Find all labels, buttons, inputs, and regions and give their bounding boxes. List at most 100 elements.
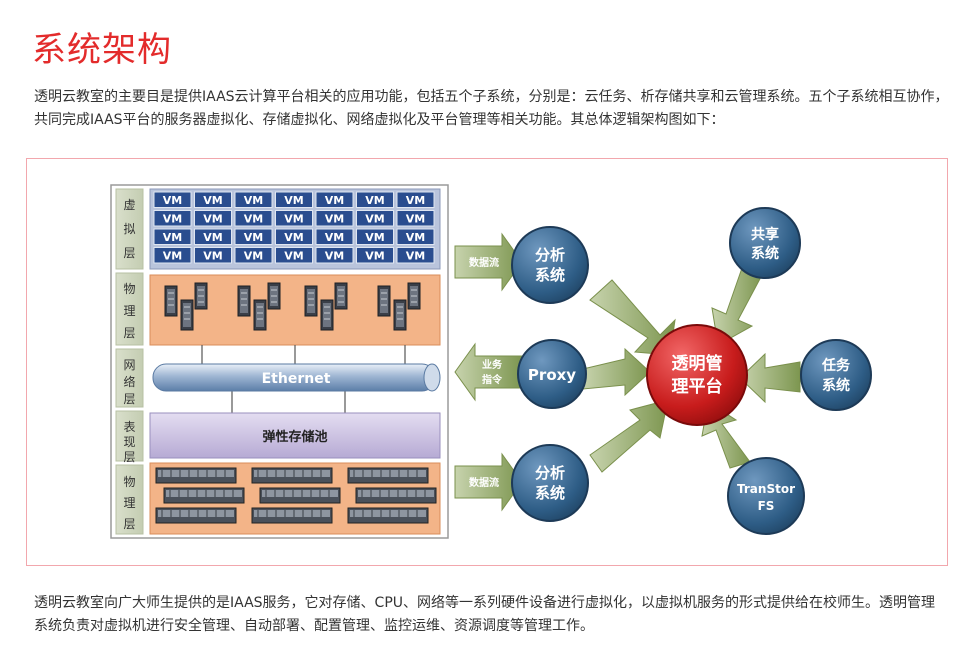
arrow-label-business-line2: 指令 <box>482 373 503 386</box>
svg-text:VM: VM <box>365 194 384 207</box>
disk-array <box>163 487 245 504</box>
svg-text:VM: VM <box>284 213 303 226</box>
arrow-data-flow-bottom: 数据流 <box>454 452 523 512</box>
svg-text:VM: VM <box>365 213 384 226</box>
intro-paragraph: 透明云教室的主要目是提供IAAS云计算平台相关的应用功能，包括五个子系统，分别是… <box>34 89 949 128</box>
node-transtor: TranStor FS <box>727 457 805 535</box>
node-analysis-top-line2: 系统 <box>535 266 565 284</box>
vm-cell: VM <box>396 210 435 227</box>
vm-cell: VM <box>396 247 435 264</box>
vm-cell: VM <box>234 247 273 264</box>
node-share-line2: 系统 <box>751 245 779 262</box>
svg-text:VM: VM <box>406 250 425 263</box>
vm-cell: VM <box>275 228 313 245</box>
svg-text:VM: VM <box>244 250 263 263</box>
svg-text:VM: VM <box>325 231 344 244</box>
vm-cell: VM <box>153 191 192 208</box>
disk-array <box>155 507 237 524</box>
node-proxy-label: Proxy <box>528 366 576 384</box>
vm-cell: VM <box>234 228 273 245</box>
layer-label-cell-virtual <box>115 188 144 270</box>
svg-text:VM: VM <box>365 250 384 263</box>
vm-cell: VM <box>356 210 394 227</box>
svg-text:VM: VM <box>406 194 425 207</box>
disk-array <box>259 487 341 504</box>
svg-text:VM: VM <box>163 250 182 263</box>
vm-cell: VM <box>194 228 232 245</box>
svg-text:VM: VM <box>284 250 303 263</box>
node-analysis-bottom-line1: 分析 <box>535 464 565 482</box>
vm-cell: VM <box>194 191 232 208</box>
svg-text:VM: VM <box>284 194 303 207</box>
arrow-label-data-flow-top: 数据流 <box>469 256 499 269</box>
node-analysis-top: 分析 系统 <box>511 226 589 304</box>
node-share: 共享 系统 <box>729 207 801 279</box>
node-analysis-bottom-line2: 系统 <box>535 484 565 502</box>
vm-cell: VM <box>315 210 354 227</box>
node-center-platform: 透明管 理平台 <box>646 324 748 426</box>
svg-text:VM: VM <box>203 213 222 226</box>
arrow-task-to-center <box>739 352 801 404</box>
vm-cell: VM <box>234 191 273 208</box>
disk-array <box>347 467 429 484</box>
disk-array <box>155 467 237 484</box>
layer-label-cell-presentation <box>115 410 144 462</box>
ethernet-pipe: Ethernet <box>152 363 441 392</box>
vm-cell: VM <box>356 191 394 208</box>
svg-text:VM: VM <box>325 213 344 226</box>
ethernet-label: Ethernet <box>262 371 331 387</box>
vm-cell: VM <box>356 228 394 245</box>
node-share-line1: 共享 <box>751 226 779 243</box>
node-analysis-top-line1: 分析 <box>535 246 565 264</box>
vm-cell: VM <box>194 210 232 227</box>
disk-array <box>251 467 333 484</box>
disk-array <box>251 507 333 524</box>
svg-text:VM: VM <box>406 213 425 226</box>
node-task-line1: 任务 <box>821 357 851 374</box>
vm-cell: VM <box>315 247 354 264</box>
page-title: 系统架构 <box>32 30 172 70</box>
layer-label-network: 网络层 <box>123 358 135 406</box>
diagram-frame <box>26 158 948 566</box>
storage-pool-label: 弹性存储池 <box>262 429 327 445</box>
arrow-center-to-analysis-bottom <box>589 399 669 473</box>
layer-label-presentation: 表现层 <box>123 420 135 464</box>
footer-paragraph: 透明云教室向广大师生提供的是IAAS服务，它对存储、CPU、网络等一系列硬件设备… <box>34 595 936 634</box>
vm-cell: VM <box>396 228 435 245</box>
layer-label-cell-physical-top <box>115 272 144 346</box>
node-transtor-line2: FS <box>758 499 775 513</box>
server-group <box>164 282 208 331</box>
svg-text:VM: VM <box>325 194 344 207</box>
layer-label-cell-physical-bottom <box>115 464 144 535</box>
node-transtor-line1: TranStor <box>737 482 795 496</box>
svg-text:VM: VM <box>203 250 222 263</box>
arrow-share-to-center <box>711 267 763 346</box>
arrow-center-to-proxy <box>582 347 651 397</box>
vm-cell: VM <box>396 191 435 208</box>
server-group <box>237 282 281 331</box>
vm-cell: VM <box>153 228 192 245</box>
node-task: 任务 系统 <box>800 339 872 411</box>
vm-cell: VM <box>315 191 354 208</box>
arrow-data-flow-top: 数据流 <box>454 232 523 292</box>
vm-cell: VM <box>275 191 313 208</box>
vm-cell: VM <box>356 247 394 264</box>
node-center-line1: 透明管 <box>672 353 723 374</box>
arrow-label-business-line1: 业务 <box>482 358 503 371</box>
node-analysis-bottom: 分析 系统 <box>511 444 589 522</box>
vm-cell: VM <box>194 247 232 264</box>
disk-array <box>347 507 429 524</box>
storage-pool: 弹性存储池 <box>149 412 441 459</box>
svg-text:VM: VM <box>244 194 263 207</box>
arrow-business-cmd: 业务 指令 <box>454 342 523 402</box>
svg-text:VM: VM <box>163 194 182 207</box>
vm-cell: VM <box>234 210 273 227</box>
node-task-line2: 系统 <box>822 377 850 394</box>
vm-cell: VM <box>315 228 354 245</box>
layer-label-cell-network <box>115 348 144 408</box>
vm-cell: VM <box>275 210 313 227</box>
layer-label-virtual: 虚拟层 <box>123 198 135 260</box>
svg-text:VM: VM <box>163 231 182 244</box>
disk-array <box>355 487 437 504</box>
